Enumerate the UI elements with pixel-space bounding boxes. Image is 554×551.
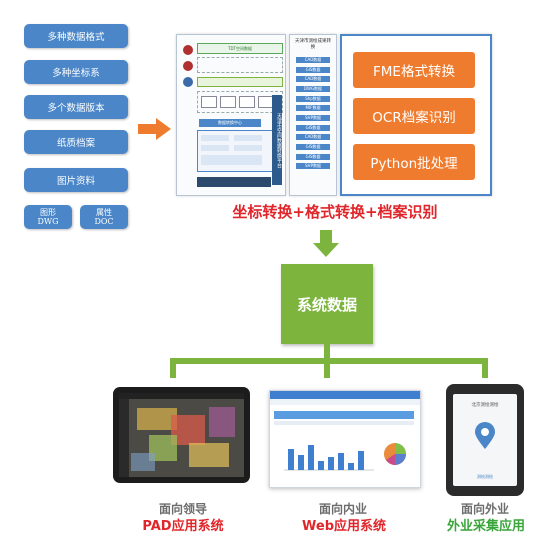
- list-item: GIS数据: [296, 144, 330, 150]
- list-item: CAD数据: [296, 134, 330, 140]
- list-item: Shp数据: [296, 95, 330, 102]
- process-caption: 坐标转换+格式转换+档案识别: [232, 203, 438, 221]
- phone-brand: 测绘测绘: [477, 474, 493, 479]
- list-items: CAD数据 GIS数据 CAD数据 DWG数据 Shp数据 MIF数据 SHP数…: [296, 57, 330, 173]
- center-item: [234, 135, 262, 141]
- module-box: [239, 96, 255, 108]
- web-pie-chart: [384, 443, 406, 465]
- list-item: GIS数据: [296, 153, 330, 160]
- platform-center-title: 数据转换中心: [199, 119, 261, 127]
- web-nav: [270, 399, 420, 405]
- tablet-sidebar: [119, 399, 129, 477]
- web-chart-bar: [288, 449, 294, 470]
- source-formats: 多种数据格式: [24, 24, 128, 48]
- web-chart-bar: [318, 461, 324, 470]
- system-data-box: 系统数据: [281, 264, 373, 344]
- platform-center-box: [197, 130, 273, 172]
- source-attributes-label: 属性: [96, 208, 112, 217]
- platform-footer: [197, 177, 271, 187]
- center-item: [201, 135, 229, 141]
- web-header: [270, 391, 420, 399]
- center-item: [201, 145, 229, 151]
- tablet-device: [113, 387, 250, 483]
- platform-header: TDT空间数据: [197, 43, 283, 54]
- list-panel-title: 天津市测绘成果转换: [295, 39, 331, 50]
- tablet-map-screen: [119, 393, 244, 477]
- platform-row-1: [197, 57, 283, 73]
- source-versions: 多个数据版本: [24, 95, 128, 119]
- phone-title: 北京测绘测绘: [471, 403, 499, 408]
- user-icon: [183, 77, 193, 87]
- connector-left: [170, 358, 176, 378]
- list-item: SHP数据: [296, 163, 330, 169]
- list-item: GIS数据: [296, 66, 330, 73]
- web-stat-bar: [274, 421, 414, 425]
- web-chart-bar: [298, 455, 304, 470]
- source-graphics-label: 图形: [40, 208, 56, 217]
- output-system-pad: PAD应用系统: [142, 519, 224, 534]
- map-area: [131, 453, 155, 471]
- source-doc-label: DOC: [94, 217, 114, 226]
- platform-diagram: TDT空间数据 数据转换中心 天津市空间数据转换平台: [176, 34, 286, 196]
- source-graphics-dwg: 图形 DWG: [24, 205, 72, 229]
- conversion-list-panel: 天津市测绘成果转换 CAD数据 GIS数据 CAD数据 DWG数据 Shp数据 …: [289, 34, 337, 196]
- green-down-arrow-icon: [313, 230, 339, 257]
- web-chart-bar: [358, 451, 364, 470]
- field-device: 北京测绘测绘 测绘测绘: [446, 384, 524, 496]
- map-area: [137, 408, 177, 430]
- web-stat-bar: [274, 411, 414, 419]
- source-dwg-label: DWG: [37, 217, 59, 226]
- output-system-field: 外业采集应用: [446, 519, 525, 534]
- web-chart-bar: [328, 457, 334, 470]
- web-app-screen: [269, 390, 421, 488]
- web-bar-chart: [284, 445, 374, 471]
- list-item: MIF数据: [296, 105, 330, 111]
- orange-arrow-icon: [138, 118, 171, 140]
- python-batch-processing: Python批处理: [353, 144, 475, 180]
- platform-title: 天津市空间数据转换平台: [272, 95, 282, 185]
- output-label-leaders: 面向领导: [158, 502, 207, 516]
- tablet-toolbar: [119, 393, 244, 399]
- ocr-archive-recognition: OCR档案识别: [353, 98, 475, 134]
- platform-row-3: [197, 91, 283, 113]
- connector-middle: [324, 358, 330, 378]
- field-device-screen: 北京测绘测绘 测绘测绘: [453, 394, 517, 486]
- source-coordinate-systems: 多种坐标系: [24, 60, 128, 84]
- user-icon: [183, 61, 193, 71]
- output-label-field: 面向外业: [460, 502, 509, 516]
- module-box: [201, 96, 217, 108]
- web-chart-bar: [348, 463, 354, 470]
- map-area: [209, 407, 235, 437]
- center-item: [201, 155, 262, 165]
- output-label-office: 面向内业: [318, 502, 367, 516]
- web-chart-bar: [308, 445, 314, 470]
- map-area: [189, 443, 229, 467]
- source-paper-archives: 纸质档案: [24, 130, 128, 154]
- connector-stem: [324, 344, 330, 360]
- web-chart-bar: [338, 453, 344, 470]
- fme-format-conversion: FME格式转换: [353, 52, 475, 88]
- source-attributes-doc: 属性 DOC: [80, 205, 128, 229]
- connector-right: [482, 358, 488, 378]
- list-item: DWG数据: [296, 86, 330, 92]
- list-item: SHP数据: [296, 115, 330, 121]
- source-images: 图片资料: [24, 168, 128, 192]
- module-box: [220, 96, 236, 108]
- platform-row-2: [197, 77, 283, 87]
- list-item: CAD数据: [296, 57, 330, 63]
- user-icon: [183, 45, 193, 55]
- platform-side-icons: [180, 39, 196, 189]
- location-pin-icon: [475, 422, 495, 449]
- list-item: CAD数据: [296, 76, 330, 82]
- center-item: [234, 145, 262, 151]
- output-system-web: Web应用系统: [302, 519, 386, 534]
- list-item: GIS数据: [296, 124, 330, 131]
